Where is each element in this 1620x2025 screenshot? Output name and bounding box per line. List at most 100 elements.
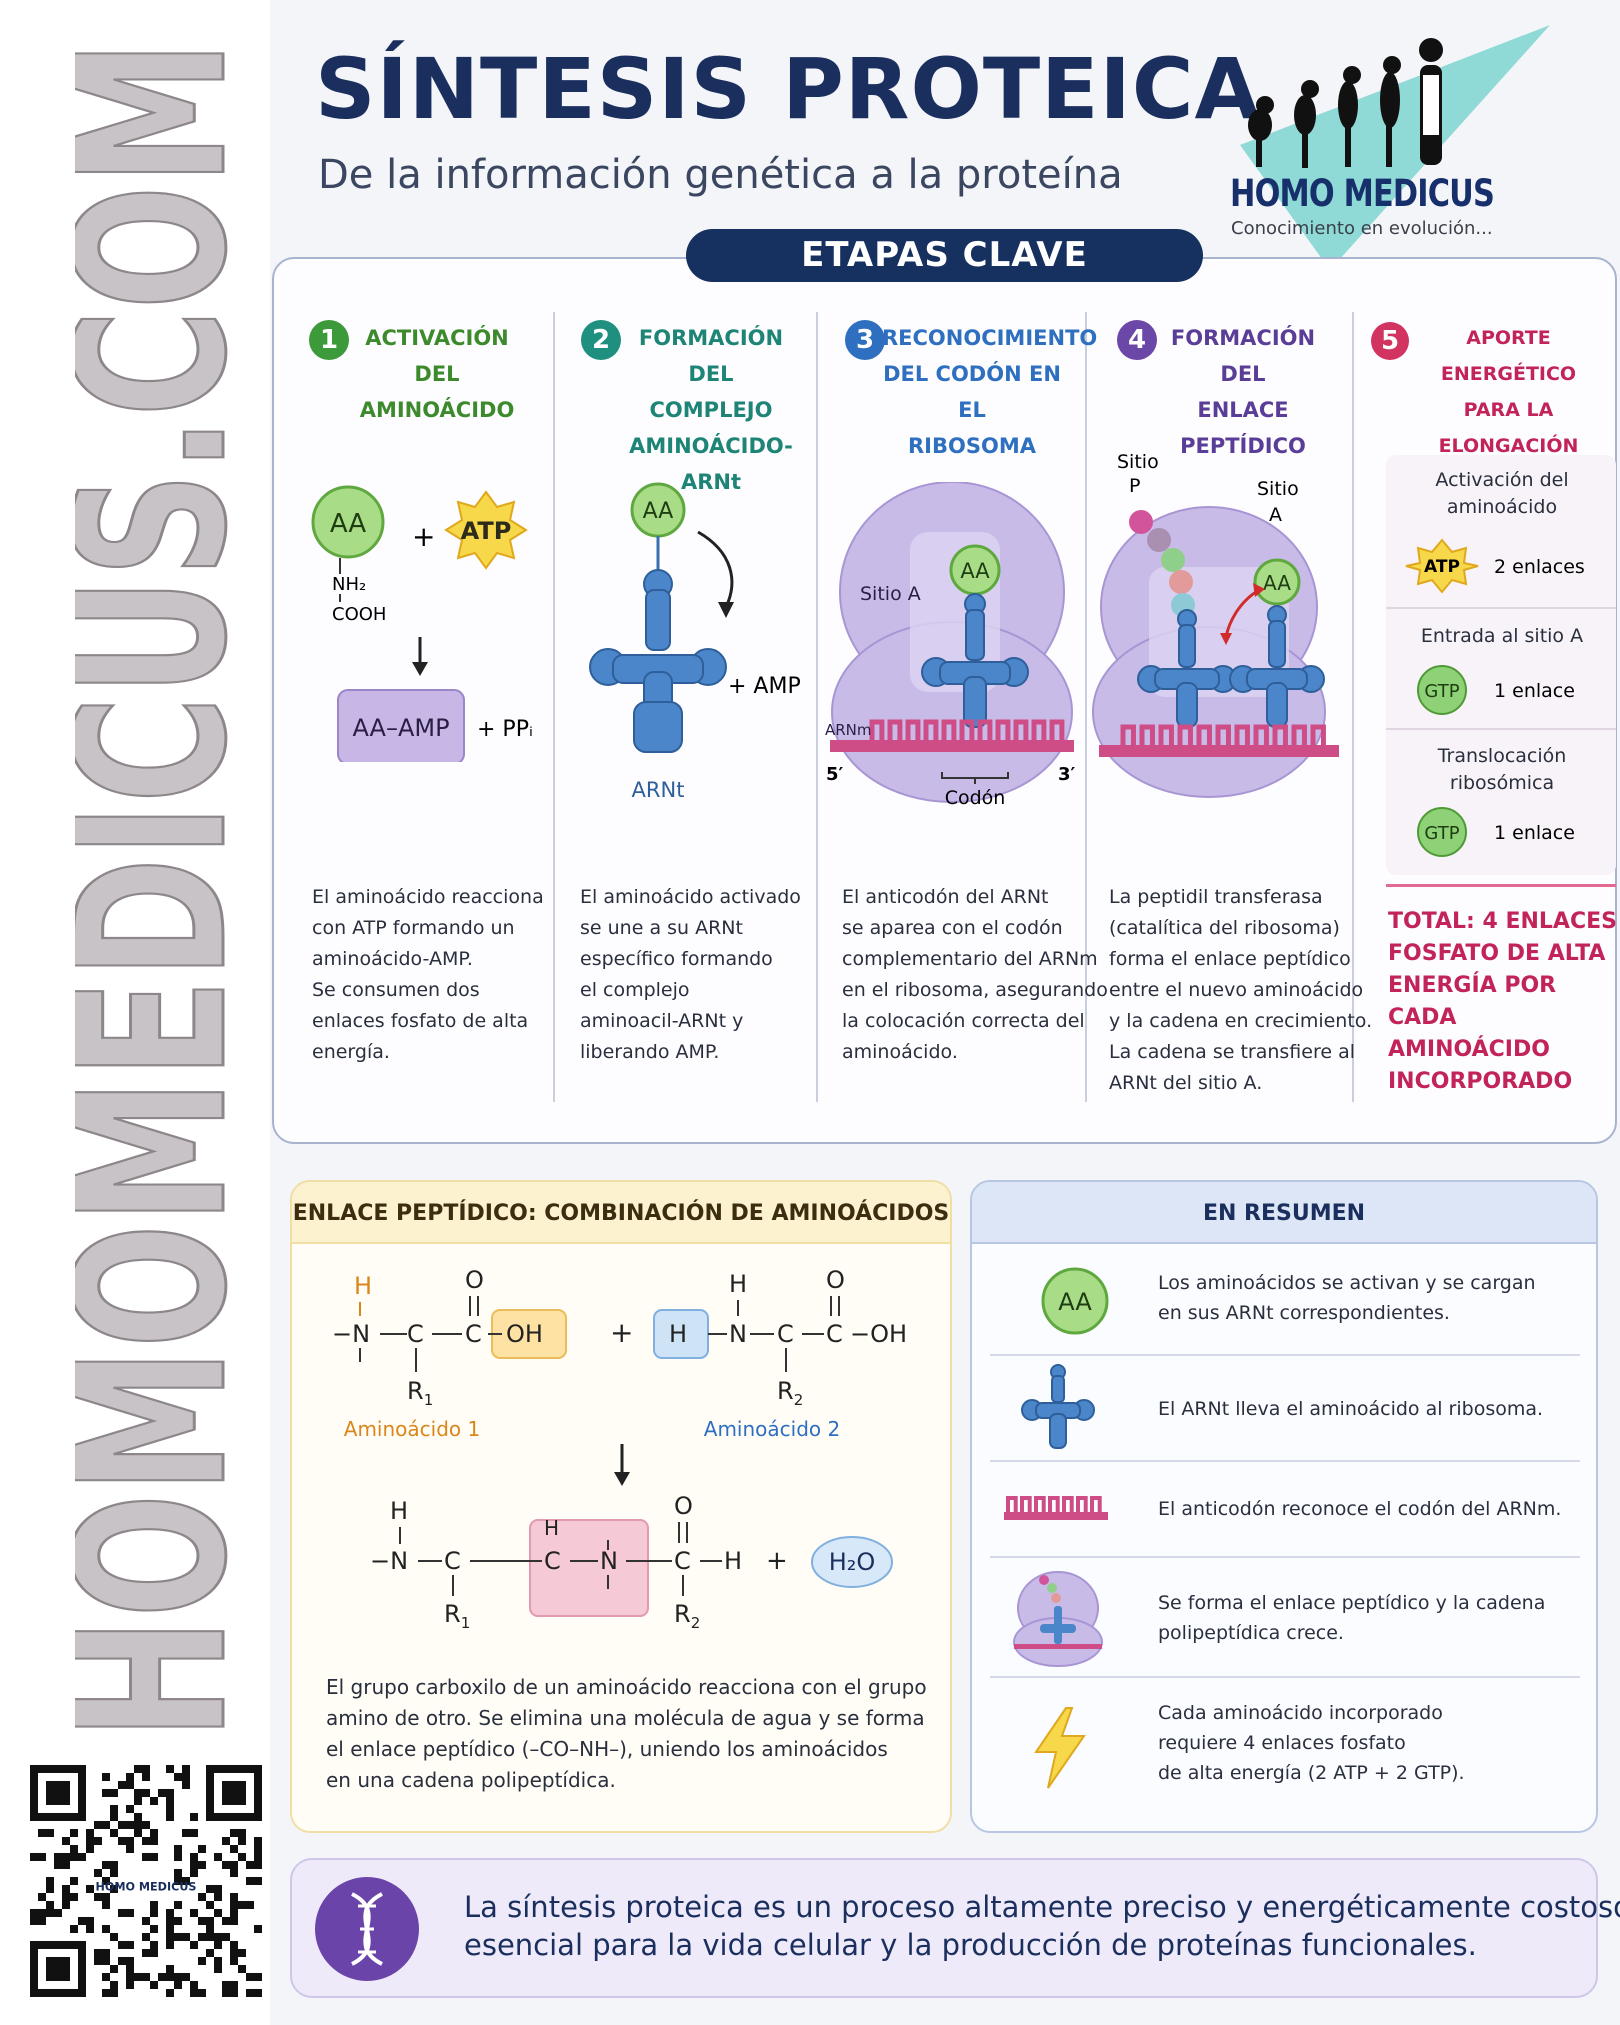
- aa-amp-label: AA–AMP: [352, 714, 449, 742]
- svg-text:H: H: [724, 1547, 742, 1575]
- svg-text:H: H: [669, 1320, 687, 1348]
- atp-star-icon: [444, 490, 528, 570]
- svg-text:GTP: GTP: [1424, 823, 1459, 844]
- amino-acid-icon: AA: [1041, 1267, 1109, 1335]
- svg-text:GTP: GTP: [1424, 681, 1459, 702]
- stage-4-number: 4: [1117, 320, 1157, 360]
- stage-3-number: 3: [845, 320, 885, 360]
- mrna-label: ARNm: [825, 721, 872, 739]
- stage-1-number: 1: [309, 320, 349, 360]
- atp-star-icon: [1405, 538, 1479, 594]
- stage-2-number: 2: [581, 320, 621, 360]
- codon-recognition-diagram: Sitio A AA ARNm 5′ 3′ Codón: [825, 482, 1076, 809]
- svg-text:O: O: [465, 1266, 484, 1294]
- svg-text:+: +: [766, 1546, 788, 1576]
- svg-text:O: O: [826, 1266, 845, 1294]
- peptide-bond-title: ENLACE PEPTÍDICO: COMBINACIÓN DE AMINOÁC…: [292, 1182, 950, 1244]
- logo-tagline: Conocimiento en evolución...: [1231, 218, 1493, 239]
- svg-text:C: C: [826, 1320, 843, 1348]
- logo-name: HOMO MEDICUS: [1230, 172, 1495, 215]
- svg-text:C: C: [444, 1547, 461, 1575]
- stage-1: 1 ACTIVACIÓN DEL AMINOÁCIDO AA NH₂ COOH …: [292, 312, 550, 1102]
- trna-icon: [1021, 1364, 1095, 1449]
- svg-text:R1: R1: [444, 1600, 470, 1632]
- svg-text:R1: R1: [407, 1377, 433, 1409]
- svg-text:2 enlaces: 2 enlaces: [1494, 556, 1585, 578]
- svg-text:AA: AA: [1263, 571, 1291, 595]
- trna-complex-diagram: AA + AMP ARNt: [589, 482, 801, 802]
- activation-diagram: AA NH₂ COOH + ATP AA–AMP + PPᵢ: [311, 485, 533, 762]
- summary-text: El ARNt lleva el aminoácido al ribosoma.: [1158, 1398, 1544, 1420]
- ribosome-icon: [1013, 1571, 1103, 1667]
- svg-text:OH: OH: [506, 1320, 543, 1348]
- energy-divider: [1386, 607, 1616, 609]
- five-prime: 5′: [826, 764, 844, 785]
- energy-row-site-a: Entrada al sitio A: [1420, 625, 1584, 647]
- stage-1-title: ACTIVACIÓN DEL AMINOÁCIDO: [359, 326, 515, 422]
- energy-gtp-row-2: GTP 1 enlace: [1417, 807, 1575, 857]
- atp-label: ATP: [461, 517, 512, 545]
- svg-text:C: C: [407, 1320, 424, 1348]
- energy-divider: [1386, 728, 1616, 730]
- plus-sign: +: [412, 520, 435, 553]
- lightning-icon: [1034, 1707, 1086, 1789]
- svg-text:AA: AA: [1058, 1288, 1092, 1316]
- water-label: H₂O: [829, 1548, 876, 1576]
- ppi-label: + PPᵢ: [477, 717, 533, 742]
- summary-row: El anticodón reconoce el codón del ARNm.: [990, 1462, 1580, 1558]
- qr-code[interactable]: HOMO MEDICUS: [30, 1765, 262, 1997]
- stage-5-number: 5: [1371, 322, 1409, 360]
- homo-medicus-logo[interactable]: [1220, 25, 1560, 275]
- nh2-label: NH₂: [332, 574, 366, 595]
- summary-title: EN RESUMEN: [972, 1182, 1596, 1244]
- svg-text:1 enlace: 1 enlace: [1494, 680, 1575, 702]
- page-title: SÍNTESIS PROTEICA: [315, 40, 1261, 138]
- svg-text:O: O: [674, 1492, 693, 1520]
- svg-text:C: C: [465, 1320, 482, 1348]
- peptide-bond-reaction: H −N C R1 C O OH + H N H C R2: [332, 1266, 907, 1632]
- svg-text:+: +: [610, 1316, 633, 1349]
- energy-total-rule: [1386, 884, 1616, 887]
- svg-text:H: H: [354, 1272, 372, 1300]
- svg-text:−N: −N: [332, 1320, 370, 1348]
- svg-text:H: H: [390, 1497, 408, 1525]
- energy-atp-row: ATP 2 enlaces: [1405, 538, 1585, 594]
- qr-caption: HOMO MEDICUS: [96, 1881, 197, 1894]
- stage-divider: [816, 312, 818, 1102]
- stage-4-text: La peptidil transferasa(catalítica del r…: [1109, 886, 1373, 1094]
- page-subtitle: De la información genética a la proteína: [318, 152, 1123, 198]
- cooh-label: COOH: [332, 604, 386, 625]
- svg-text:R2: R2: [674, 1600, 700, 1632]
- svg-text:−N: −N: [370, 1547, 408, 1575]
- dna-icon: [315, 1877, 419, 1981]
- summary-row: Se forma el enlace peptídico y la cadena…: [990, 1558, 1580, 1678]
- conclusion-text: La síntesis proteica es un proceso altam…: [464, 1890, 1620, 1962]
- summary-panel: EN RESUMEN AA Los aminoácidos se activan…: [970, 1180, 1598, 1833]
- svg-text:1 enlace: 1 enlace: [1494, 822, 1575, 844]
- svg-text:ATP: ATP: [1424, 557, 1460, 577]
- peptide-bond-text: El grupo carboxilo de un aminoácido reac…: [326, 1675, 927, 1792]
- stages-header: ETAPAS CLAVE: [686, 229, 1203, 282]
- energy-box: [1386, 455, 1616, 875]
- amp-label: + AMP: [728, 674, 801, 699]
- summary-text: El anticodón reconoce el codón del ARNm.: [1158, 1498, 1562, 1520]
- aa-amp-box: [337, 689, 465, 762]
- svg-text:−OH: −OH: [850, 1320, 907, 1348]
